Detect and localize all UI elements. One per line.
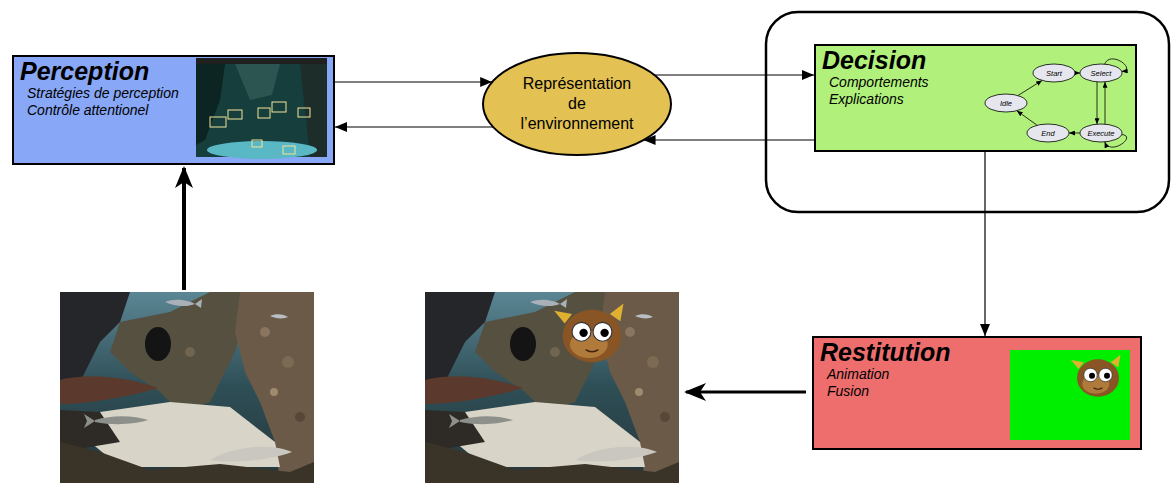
node-label: Start (1034, 69, 1074, 78)
detection-box (258, 108, 270, 118)
flow-arrow (335, 81, 492, 82)
ellipse-shape (1080, 124, 1122, 142)
state-ellipse: Start (1032, 63, 1076, 83)
detection-box (298, 108, 310, 117)
detection-boxes (210, 102, 310, 154)
thumbnail-rock (196, 64, 225, 145)
box-title: Restitution (820, 338, 951, 366)
node-label: Représentation de l’environnement (512, 74, 642, 134)
state-transition (1069, 133, 1080, 134)
state-ellipse: Select (1079, 63, 1123, 83)
process-box: RestitutionAnimationFusion (812, 336, 1142, 450)
state-ellipse: Idle (984, 93, 1028, 113)
thumbnail-bar (196, 58, 327, 64)
thumbnail-rock (235, 64, 280, 100)
state-transition (1017, 111, 1037, 126)
ellipse-shape (985, 94, 1027, 112)
character (554, 303, 623, 362)
node-label: Idle (986, 99, 1026, 108)
input-arrow (182, 168, 186, 290)
state-ellipse: End (1026, 123, 1070, 143)
state-transition (1097, 82, 1098, 124)
state-transition (1105, 82, 1106, 124)
detection-box (210, 117, 226, 127)
state-transition (1018, 80, 1042, 95)
flow-arrow (335, 126, 493, 127)
box-title: Perception (20, 57, 149, 85)
data-ellipse: Représentation de l’environnement (482, 52, 672, 156)
flow-arrow (984, 152, 985, 336)
detection-box (283, 146, 295, 154)
box-text: Animation (827, 366, 889, 383)
thumbnail-light (207, 141, 317, 159)
box-text: Contrôle attentionel (27, 102, 148, 119)
box-text: Stratégies de perception (27, 85, 179, 102)
detection-box (272, 102, 286, 112)
output-photo (425, 292, 679, 483)
node-label: End (1028, 129, 1068, 138)
process-box: PerceptionStratégies de perceptionContrô… (12, 55, 335, 165)
ellipse-shape (1080, 64, 1122, 82)
state-transition (1075, 73, 1080, 74)
thumbnail (196, 58, 327, 157)
output-arrow (686, 391, 806, 394)
thumbnail-rock (300, 64, 327, 157)
flow-arrow (644, 139, 814, 140)
detection-box (252, 140, 262, 147)
state-ellipse: Execute (1079, 123, 1123, 143)
group-outline (766, 12, 1169, 212)
green-screen (1010, 350, 1130, 440)
detection-box (228, 110, 242, 119)
box-text: Fusion (827, 383, 869, 400)
node-label: Select (1081, 69, 1121, 78)
character (1071, 355, 1121, 397)
box-title: Decision (822, 46, 926, 74)
ellipse-shape (483, 53, 671, 155)
input-photo (60, 292, 314, 483)
box-text: Comportements (829, 74, 929, 91)
ellipse-shape (1033, 64, 1075, 82)
process-box: DecisionComportementsExplications Idle Sta… (814, 44, 1137, 152)
node-label: Execute (1081, 129, 1121, 138)
ellipse-shape (1027, 124, 1069, 142)
box-text: Explications (829, 91, 904, 108)
flow-arrow (654, 74, 814, 75)
